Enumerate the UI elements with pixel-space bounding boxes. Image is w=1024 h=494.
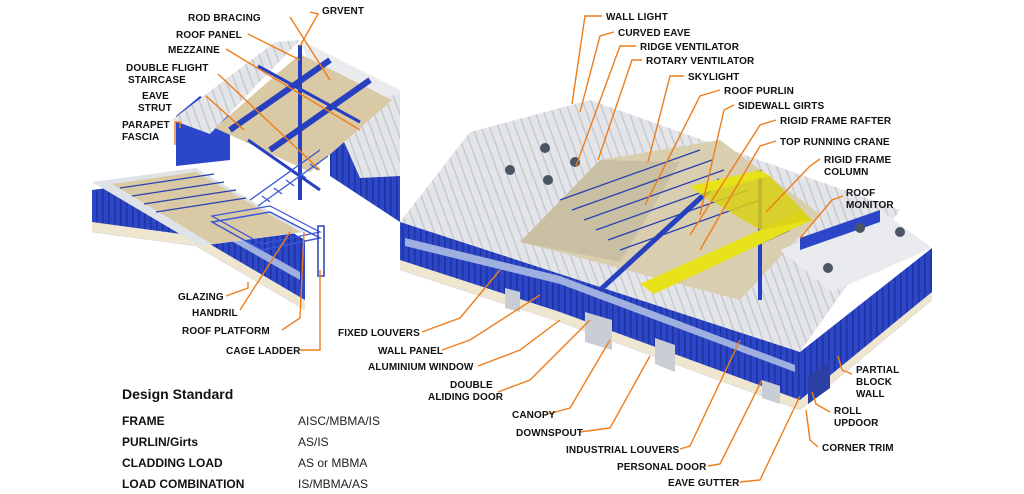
label-partial: PARTIAL	[856, 365, 899, 376]
label-roof-platform: ROOF PLATFORM	[182, 326, 270, 337]
label-cage-ladder: CAGE LADDER	[226, 346, 301, 357]
label-personal-door: PERSONAL DOOR	[617, 462, 707, 473]
design-key: CLADDING LOAD	[122, 455, 223, 470]
design-key: LOAD COMBINATION	[122, 476, 245, 491]
label-aluminium-window: ALUMINIUM WINDOW	[368, 362, 474, 373]
label-wall-panel: WALL PANEL	[378, 346, 443, 357]
label-column: COLUMN	[824, 167, 868, 178]
design-row-frame: FRAME AISC/MBMA/IS	[122, 410, 422, 431]
label-industrial-louvers: INDUSTRIAL LOUVERS	[566, 445, 680, 456]
label-roof: ROOF	[846, 188, 875, 199]
label-rod-bracing: ROD BRACING	[188, 13, 261, 24]
label-double-flight: DOUBLE FLIGHT	[126, 63, 208, 74]
label-top-running-crane: TOP RUNNING CRANE	[780, 137, 890, 148]
label-aliding-door: ALIDING DOOR	[428, 392, 504, 403]
label-staircase: STAIRCASE	[128, 75, 186, 86]
label-eave: EAVE	[142, 91, 169, 102]
label-roof-panel: ROOF PANEL	[176, 30, 242, 41]
crane-girder-front	[640, 212, 812, 294]
label-parapet: PARAPET	[122, 120, 170, 131]
callout-labels: ROD BRACING GRVENT ROOF PANEL MEZZAINE D…	[122, 6, 899, 489]
design-row-load-combination: LOAD COMBINATION IS/MBMA/AS	[122, 473, 422, 494]
design-standard-title: Design Standard	[122, 386, 234, 402]
label-ridge-ventilator: RIDGE VENTILATOR	[640, 42, 740, 53]
design-row-purlin: PURLIN/Girts AS/IS	[122, 431, 422, 452]
label-eave-gutter: EAVE GUTTER	[668, 478, 740, 489]
label-downspout: DOWNSPOUT	[516, 428, 583, 439]
design-standard-table: Design Standard FRAME AISC/MBMA/IS PURLI…	[122, 386, 422, 494]
design-key: PURLIN/Girts	[122, 434, 199, 449]
design-key: FRAME	[122, 413, 165, 428]
label-wall: WALL	[856, 389, 885, 400]
label-roll: ROLL	[834, 406, 862, 417]
label-block: BLOCK	[856, 377, 893, 388]
design-value: AISC/MBMA/IS	[298, 413, 381, 428]
label-grvent: GRVENT	[322, 6, 364, 17]
label-roof-purlin: ROOF PURLIN	[724, 86, 794, 97]
label-fixed-louvers: FIXED LOUVERS	[338, 328, 420, 339]
roll-updoor-shape	[808, 360, 830, 404]
label-double: DOUBLE	[450, 380, 493, 391]
label-skylight: SKYLIGHT	[688, 72, 739, 83]
label-monitor: MONITOR	[846, 200, 894, 211]
design-value: AS or MBMA	[298, 455, 368, 470]
label-fascia: FASCIA	[122, 132, 159, 143]
label-rotary-ventilator: ROTARY VENTILATOR	[646, 56, 755, 67]
label-rigid-frame-rafter: RIGID FRAME RAFTER	[780, 116, 892, 127]
label-sidewall-girts: SIDEWALL GIRTS	[738, 101, 824, 112]
label-strut: STRUT	[138, 103, 172, 114]
label-mezzanine: MEZZAINE	[168, 45, 220, 56]
label-rigid-frame: RIGID FRAME	[824, 155, 891, 166]
design-value: IS/MBMA/AS	[298, 476, 369, 491]
label-handril: HANDRIL	[192, 308, 238, 319]
left-building	[92, 40, 400, 310]
design-row-cladding: CLADDING LOAD AS or MBMA	[122, 452, 422, 473]
label-curved-eave: CURVED EAVE	[618, 28, 691, 39]
label-wall-light: WALL LIGHT	[606, 12, 668, 23]
label-canopy: CANOPY	[512, 410, 556, 421]
crane-girder-back	[690, 170, 770, 194]
right-building	[400, 100, 932, 410]
design-value: AS/IS	[298, 434, 329, 449]
label-glazing: GLAZING	[178, 292, 224, 303]
label-updoor: UPDOOR	[834, 418, 879, 429]
leader-lines	[174, 11, 853, 483]
label-corner-trim: CORNER TRIM	[822, 443, 894, 454]
